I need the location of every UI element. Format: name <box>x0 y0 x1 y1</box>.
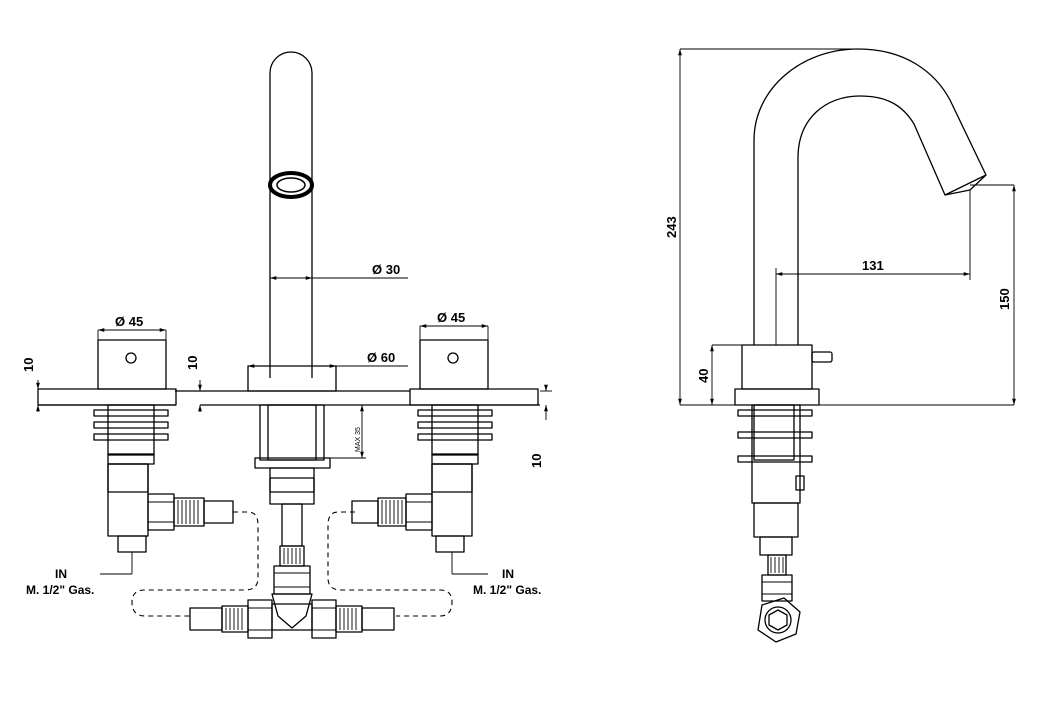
spout <box>268 51 314 378</box>
spout-base-height-label: 10 <box>185 356 200 370</box>
right-valve <box>351 339 539 575</box>
spout-reach-label: 131 <box>862 258 884 273</box>
side-dimensions <box>678 48 1016 406</box>
right-handle-diameter-label: Ø 45 <box>437 310 465 325</box>
front-view: Ø 30 Ø 60 Ø 45 Ø 45 10 10 10 MAX 35 IN M… <box>21 51 552 639</box>
total-height-label: 243 <box>664 216 679 238</box>
inlet-right-label: IN <box>502 567 514 581</box>
left-handle-height-label: 10 <box>21 358 36 372</box>
flexible-hoses <box>131 511 453 617</box>
inlet-right-thread: M. 1/2" Gas. <box>473 583 541 597</box>
front-dimensions <box>36 276 552 459</box>
spout-diameter-label: Ø 30 <box>372 262 400 277</box>
side-view: 243 131 150 40 <box>664 48 1016 643</box>
curved-spout <box>753 48 987 345</box>
base-diameter-label: Ø 60 <box>367 350 395 365</box>
left-valve <box>37 339 234 575</box>
inlet-left-thread: M. 1/2" Gas. <box>26 583 94 597</box>
outlet-height-label: 150 <box>997 288 1012 310</box>
spout-base <box>189 365 395 639</box>
left-handle-diameter-label: Ø 45 <box>115 314 143 329</box>
base-height-label: 40 <box>696 369 711 383</box>
inlet-left-label: IN <box>55 567 67 581</box>
max-deck-label: MAX 35 <box>355 427 362 452</box>
right-deck-thickness-label: 10 <box>529 454 544 468</box>
